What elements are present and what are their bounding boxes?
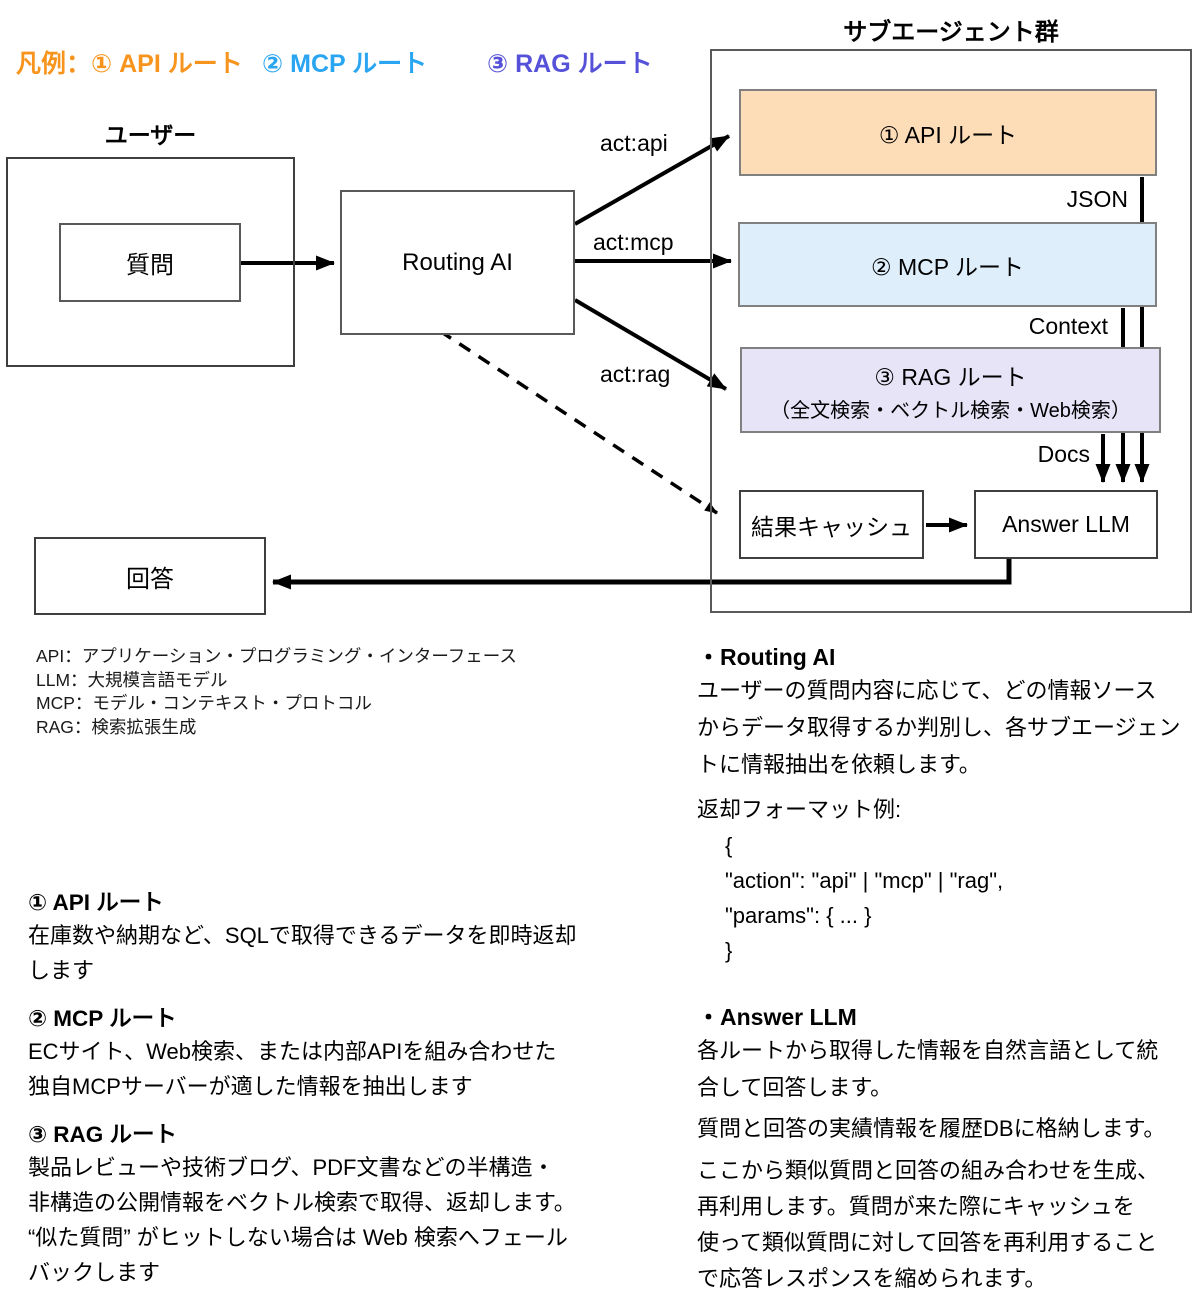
api-route-text-line: します <box>28 958 95 983</box>
code-line: { <box>725 833 733 858</box>
cache-reuse-text-line: で応答レスポンスを縮められます。 <box>697 1266 1047 1291</box>
answer-llm-box: Answer LLM <box>974 490 1158 559</box>
answer-llm-text-line: 各ルートから取得した情報を自然言語として統 <box>697 1038 1159 1063</box>
return-format-label: 返却フォーマット例: <box>697 797 902 822</box>
routing-ai-text-line: トに情報抽出を依頼します。 <box>697 752 981 777</box>
routing-ai-text-line: からデータ取得するか判別し、各サブエージェン <box>697 715 1181 740</box>
api-route-box-label: ① API ルート <box>878 121 1018 148</box>
glossary: API：アプリケーション・プログラミング・インターフェース LLM：大規模言語モ… <box>36 645 517 739</box>
subagents-container <box>710 49 1192 613</box>
result-cache-box-label: 結果キャッシュ <box>751 513 912 540</box>
answer-box-label: 回答 <box>126 565 174 593</box>
edge-label-act-mcp: act:mcp <box>593 229 674 255</box>
return-format-code: { "action": "api" | "mcp" | "rag", "para… <box>697 828 1199 968</box>
mcp-route-box: ② MCP ルート <box>738 222 1157 307</box>
glossary-llm: LLM：大規模言語モデル <box>36 669 228 690</box>
legend: 凡例：① API ルート ② MCP ルート ③ RAG ルート <box>0 44 1200 80</box>
answer-box: 回答 <box>34 537 266 615</box>
cache-reuse-text-line: 再利用します。質問が来た際にキャッシュを <box>697 1194 1135 1219</box>
routing-ai-heading: ・Routing AI <box>697 644 836 670</box>
user-box <box>6 157 295 367</box>
cache-reuse-text-line: 使って類似質問に対して回答を再利用すること <box>697 1230 1158 1255</box>
answer-llm-box-label: Answer LLM <box>1002 511 1130 537</box>
code-line: "params": { ... } <box>725 903 872 928</box>
api-route-text-line: 在庫数や納期など、SQLで取得できるデータを即時返却 <box>28 923 577 948</box>
mcp-route-text-line: ECサイト、Web検索、または内部APIを組み合わせた <box>28 1039 557 1064</box>
history-db-text-line: 質問と回答の実績情報を履歴DBに格納します。 <box>697 1116 1166 1141</box>
rag-route-box-sublabel: （全文検索・ベクトル検索・Web検索） <box>770 399 1131 422</box>
edge-label-act-rag: act:rag <box>600 361 671 387</box>
routing-ai-text-line: ユーザーの質問内容に応じて、どの情報ソース <box>697 678 1157 703</box>
routing-ai-box: Routing AI <box>340 190 575 335</box>
rag-route-text-line: 製品レビューや技術ブログ、PDF文書などの半構造・ <box>28 1155 555 1180</box>
edge-label-docs: Docs <box>1037 441 1090 467</box>
rag-route-text-line: バックします <box>28 1260 161 1285</box>
edge-label-json: JSON <box>1066 186 1128 212</box>
cache-reuse-text-line: ここから類似質問と回答の組み合わせを生成、 <box>697 1158 1160 1183</box>
cache-reuse-paragraph: ここから類似質問と回答の組み合わせを生成、 再利用します。質問が来た際にキャッシ… <box>697 1153 1199 1295</box>
mcp-route-box-label: ② MCP ルート <box>870 253 1025 280</box>
question-box: 質問 <box>59 223 241 302</box>
glossary-api: API：アプリケーション・プログラミング・インターフェース <box>36 646 517 666</box>
glossary-mcp: MCP：モデル・コンテキスト・プロトコル <box>36 693 372 713</box>
mcp-route-heading: ② MCP ルート <box>28 1006 177 1031</box>
rag-route-text-line: “似た質問” がヒットしない場合は Web 検索へフェール <box>28 1225 568 1250</box>
subagents-group-title: サブエージェント群 <box>843 19 1059 46</box>
user-label: ユーザー <box>104 122 197 148</box>
rag-route-box-label: ③ RAG ルート <box>874 363 1027 390</box>
rag-route-box: ③ RAG ルート （全文検索・ベクトル検索・Web検索） <box>740 347 1161 433</box>
edge-label-context: Context <box>1028 313 1108 339</box>
code-line: } <box>725 938 733 963</box>
rag-route-text-line: 非構造の公開情報をベクトル検索で取得、返却します。 <box>28 1190 576 1215</box>
route-descriptions-column: ① API ルート 在庫数や納期など、SQLで取得できるデータを即時返却 します… <box>28 888 660 1290</box>
question-box-label: 質問 <box>126 252 174 279</box>
code-line: "action": "api" | "mcp" | "rag", <box>725 868 1004 893</box>
result-cache-box: 結果キャッシュ <box>739 490 924 559</box>
answer-llm-text-line: 合して回答します。 <box>697 1075 893 1100</box>
legend-api-route: 凡例：① API ルート <box>16 50 243 78</box>
rag-route-heading: ③ RAG ルート <box>28 1122 178 1147</box>
answer-llm-heading: ・Answer LLM <box>697 1004 857 1030</box>
legend-mcp-route: ② MCP ルート <box>262 50 428 78</box>
routing-ai-box-label: Routing AI <box>402 248 513 276</box>
edge-label-act-api: act:api <box>600 130 668 156</box>
legend-rag-route: ③ RAG ルート <box>487 50 653 78</box>
mcp-route-text-line: 独自MCPサーバーが適した情報を抽出します <box>28 1074 473 1099</box>
api-route-heading: ① API ルート <box>28 890 164 915</box>
component-descriptions-column: ・Routing AI ユーザーの質問内容に応じて、どの情報ソース からデータ取… <box>697 642 1199 1295</box>
glossary-rag: RAG：検索拡張生成 <box>36 716 197 737</box>
api-route-box: ① API ルート <box>739 89 1157 176</box>
